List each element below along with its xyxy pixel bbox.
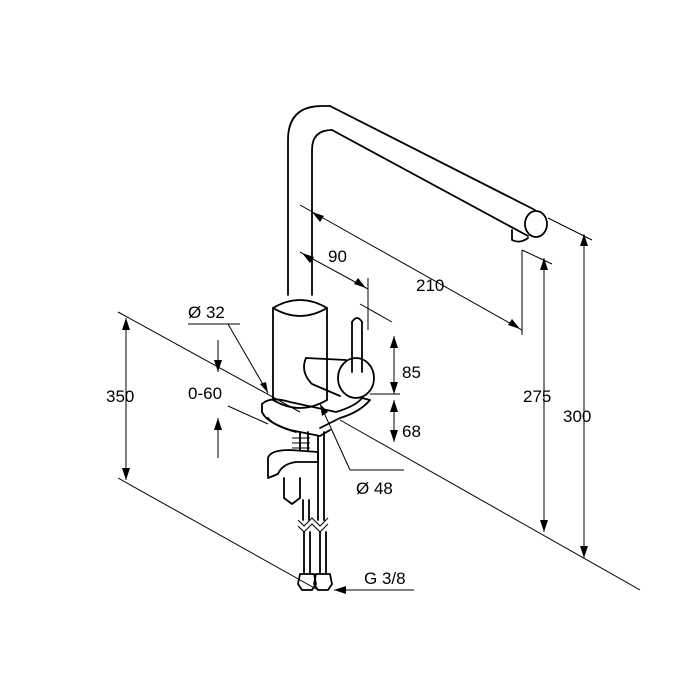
label-0-60: 0-60 [188,384,222,403]
dimension-dia48 [319,403,404,471]
label-350: 350 [106,387,134,406]
faucet-base-cylinder [272,299,328,409]
label-210: 210 [416,276,444,295]
base-plate [261,397,371,437]
label-85: 85 [402,363,421,382]
label-dia32: Ø 32 [188,303,225,322]
dimension-reach [299,204,523,335]
hose-nuts [297,573,333,591]
label-300: 300 [563,407,591,426]
label-thread: G 3/8 [364,569,406,588]
dimension-300 [547,217,593,558]
mixer-lever [303,317,375,399]
dimension-0-60 [214,340,269,458]
dimension-85-68 [339,303,641,591]
dimension-275 [521,249,553,532]
supply-hoses [297,431,329,575]
mounting-clamp [267,431,319,505]
dimension-thread [334,586,414,594]
label-90: 90 [328,247,347,266]
label-dia48: Ø 48 [356,479,393,498]
label-68: 68 [402,422,421,441]
dimension-dia32 [188,323,269,394]
dimension-350 [117,311,319,591]
label-275: 275 [523,387,551,406]
faucet-spout [287,105,548,296]
